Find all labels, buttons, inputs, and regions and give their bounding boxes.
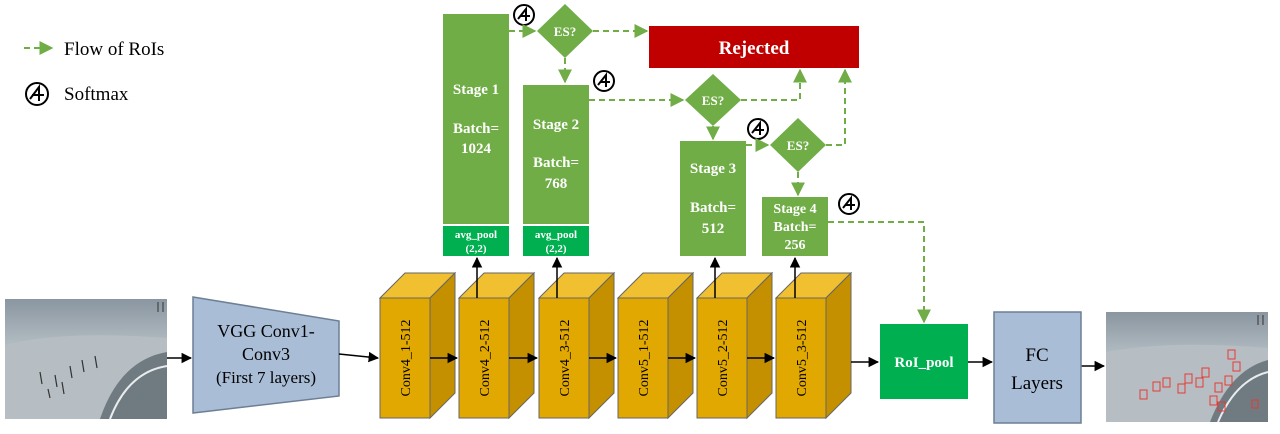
output-image xyxy=(1106,312,1269,423)
conv-block-1-label: Conv4_1-512 xyxy=(399,320,414,397)
fc-line2: Layers xyxy=(1011,373,1063,394)
fc-line1: FC xyxy=(1025,345,1048,366)
conv-block-1: Conv4_1-512 xyxy=(378,271,457,420)
softmax-icon xyxy=(513,4,535,26)
vgg-block: VGG Conv1- Conv3 (First 7 layers) xyxy=(192,296,340,414)
decision-es-1-label: ES? xyxy=(554,24,576,39)
stage-4-name: Stage 4 xyxy=(773,202,816,217)
decision-es-2-label: ES? xyxy=(702,93,724,108)
stage-4-batch-value: 256 xyxy=(785,238,806,253)
data-flow-arrows xyxy=(167,256,1106,372)
stage-4-box: Stage 4 Batch= 256 xyxy=(762,197,828,256)
stage-1-pool: avg_pool (2,2) xyxy=(443,226,509,256)
stage-3-box: Stage 3 Batch= 512 xyxy=(680,141,746,256)
softmax-icon xyxy=(838,193,860,215)
stage-1-box: Stage 1 Batch= 1024 xyxy=(443,14,509,224)
decision-es-3-label: ES? xyxy=(787,138,809,153)
conv-block-2-label: Conv4_2-512 xyxy=(478,320,493,397)
stage-3-name: Stage 3 xyxy=(690,161,736,177)
roi-flow-arrows xyxy=(509,24,931,324)
legend: Flow of RoIs Softmax xyxy=(24,39,164,106)
rejected-box: Rejected xyxy=(649,26,859,68)
conv-block-4: Conv5_1-512 xyxy=(616,271,695,420)
stage-1-batch-value: 1024 xyxy=(461,141,492,157)
conv-block-3: Conv4_3-512 xyxy=(537,271,616,420)
input-image xyxy=(5,299,168,420)
stage-2-box: Stage 2 Batch= 768 xyxy=(523,85,589,224)
stage-1-pool-line2: (2,2) xyxy=(465,243,486,255)
stage-2-batch-value: 768 xyxy=(545,176,568,192)
roi-pool-box: RoI_pool xyxy=(880,324,968,399)
legend-softmax-label: Softmax xyxy=(64,84,129,105)
conv-block-4-label: Conv5_1-512 xyxy=(637,320,652,397)
stage-1-name: Stage 1 xyxy=(453,82,499,98)
softmax-icon xyxy=(25,82,49,106)
softmax-icon xyxy=(593,70,615,92)
detection-boxes xyxy=(1139,349,1259,412)
stage-3-batch-label: Batch= xyxy=(690,200,736,216)
decision-es-2: ES? xyxy=(685,74,741,126)
softmax-icon xyxy=(747,118,769,140)
vgg-line1: VGG Conv1- xyxy=(217,321,315,341)
rejected-label: Rejected xyxy=(719,38,790,59)
roi-pool-label: RoI_pool xyxy=(894,355,953,371)
stage-2-name: Stage 2 xyxy=(533,117,579,133)
stage-1-batch-label: Batch= xyxy=(453,121,499,137)
stage-4-batch-label: Batch= xyxy=(774,220,817,235)
conv-block-6: Conv5_3-512 xyxy=(774,271,853,420)
conv-block-2: Conv4_2-512 xyxy=(457,271,536,420)
legend-flow-label: Flow of RoIs xyxy=(64,39,164,60)
stage-2-batch-label: Batch= xyxy=(533,155,579,171)
conv-block-5-label: Conv5_2-512 xyxy=(716,320,731,397)
decision-es-1: ES? xyxy=(537,4,593,58)
decision-es-3: ES? xyxy=(770,118,826,172)
stage-2-pool: avg_pool (2,2) xyxy=(523,226,589,256)
stage-2-pool-line2: (2,2) xyxy=(545,243,566,255)
fc-layers-box: FC Layers xyxy=(993,311,1082,424)
vgg-line2: Conv3 xyxy=(242,344,290,364)
conv-block-5: Conv5_2-512 xyxy=(695,271,774,420)
stage-3-batch-value: 512 xyxy=(702,221,725,237)
stage-1-pool-line1: avg_pool xyxy=(455,229,497,241)
conv-block-6-label: Conv5_3-512 xyxy=(795,320,810,397)
stage-2-pool-line1: avg_pool xyxy=(535,229,577,241)
conv-block-3-label: Conv4_3-512 xyxy=(558,320,573,397)
vgg-line3: (First 7 layers) xyxy=(216,368,316,387)
